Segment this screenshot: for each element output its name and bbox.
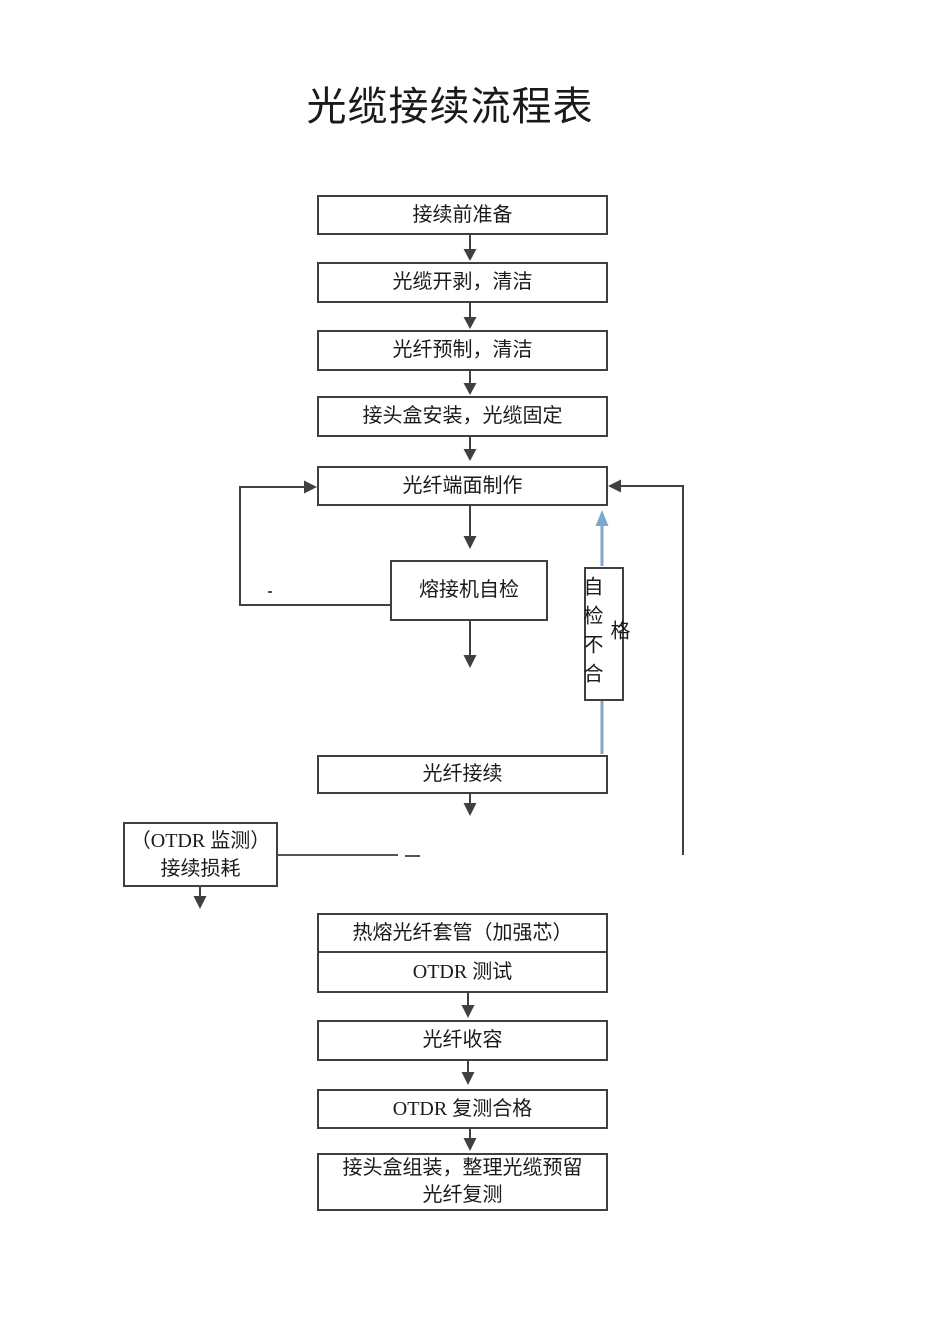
arrow-fiberprep-to-closure: [463, 371, 477, 395]
line-otdrmonitor-broken: [268, 591, 420, 857]
node-label: 熔接机自检: [419, 579, 519, 601]
node-preparation: 接续前准备: [317, 195, 608, 235]
arrow-endface-to-selfcheck: [463, 506, 477, 549]
node-splicer-selfcheck: 熔接机自检: [390, 560, 548, 621]
node-label: 光缆开剥，清洁: [392, 271, 533, 293]
arrow-retest-to-assembly: [463, 1129, 477, 1151]
node-fiber-endface: 光纤端面制作: [317, 466, 608, 506]
node-fiber-storage: 光纤收容: [317, 1020, 608, 1061]
node-fiber-splicing: 光纤接续: [317, 755, 608, 794]
label-otdr-monitor-line1: （OTDR 监测）: [130, 829, 271, 852]
arrow-selfcheck-down: [463, 621, 477, 668]
node-closure-install: 接头盒安装，光缆固定: [317, 396, 608, 437]
node-closure-assembly: 接头盒组装，整理光缆预留 光纤复测: [317, 1153, 608, 1211]
arrow-otdrtest-to-storage: [461, 993, 475, 1018]
arrow-selfcheck-fail-blue: [595, 510, 609, 754]
label-otdr-monitor: （OTDR 监测） 接续损耗: [123, 822, 278, 887]
node-label: 热熔光纤套管（加强芯）: [352, 921, 573, 944]
arrow-otdrmonitor-down: [193, 887, 207, 909]
label-selfcheck-fail: 自检不合格: [580, 567, 629, 701]
loop-right-feedback: [608, 479, 684, 855]
page-title: 光缆接续流程表: [306, 84, 594, 129]
arrow-splice-down: [463, 794, 477, 816]
node-label-line2: 光纤复测: [422, 1184, 503, 1206]
node-otdr-test: OTDR 测试: [317, 951, 608, 993]
loop-left-feedback: [239, 480, 390, 606]
node-fiber-preform: 光纤预制，清洁: [317, 330, 608, 371]
node-label: 光纤预制，清洁: [392, 339, 533, 361]
node-label: 光纤端面制作: [402, 474, 523, 497]
arrow-storage-to-retest: [461, 1061, 475, 1085]
node-label: 接续前准备: [412, 203, 513, 226]
node-cable-stripping: 光缆开剥，清洁: [317, 262, 608, 303]
node-label: OTDR 复测合格: [392, 1097, 533, 1120]
arrow-prep-to-strip: [463, 235, 477, 261]
node-heatshrink-sleeve: 热熔光纤套管（加强芯）: [317, 913, 608, 953]
label-otdr-monitor-line2: 接续损耗: [160, 857, 241, 880]
arrow-strip-to-fiberprep: [463, 303, 477, 329]
arrow-closure-to-endface: [463, 437, 477, 461]
node-label: 光纤收容: [422, 1029, 503, 1051]
node-label: OTDR 测试: [412, 960, 513, 983]
node-otdr-retest-pass: OTDR 复测合格: [317, 1089, 608, 1129]
node-label-line1: 接头盒组装，整理光缆预留: [342, 1157, 583, 1179]
label-selfcheck-fail-text: 自检不合格: [580, 576, 629, 692]
node-label: 接头盒安装，光缆固定: [362, 405, 563, 427]
node-label: 光纤接续: [422, 763, 503, 785]
